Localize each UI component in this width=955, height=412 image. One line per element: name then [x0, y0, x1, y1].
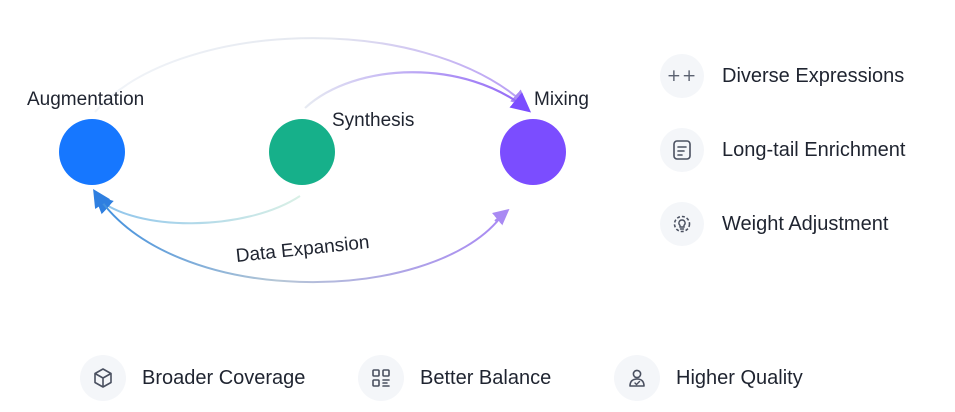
- grid-icon: [358, 355, 404, 401]
- feature-label: Weight Adjustment: [722, 212, 889, 235]
- arrow-augmentation-to-mixing: [94, 37, 528, 113]
- plus-plus-icon: ++: [660, 54, 704, 98]
- benefit-better-balance: Better Balance: [358, 355, 551, 401]
- node-label-synthesis: Synthesis: [332, 110, 415, 131]
- document-icon: [660, 128, 704, 172]
- cube-icon: [80, 355, 126, 401]
- gear-bulb-icon: [660, 202, 704, 246]
- feature-diverse-expressions: ++ Diverse Expressions: [660, 54, 904, 98]
- arrow-synthesis-to-augmentation: [94, 195, 301, 225]
- benefit-label: Better Balance: [420, 366, 552, 389]
- benefit-broader-coverage: Broader Coverage: [80, 355, 305, 401]
- person-badge-icon: [614, 355, 660, 401]
- node-label-mixing: Mixing: [534, 89, 589, 110]
- benefit-label: Higher Quality: [676, 366, 803, 389]
- benefit-label: Broader Coverage: [142, 366, 306, 389]
- feature-long-tail-enrichment: Long-tail Enrichment: [660, 128, 905, 172]
- feature-weight-adjustment: Weight Adjustment: [660, 202, 888, 246]
- benefit-higher-quality: Higher Quality: [614, 355, 803, 401]
- node-mixing: [500, 119, 566, 185]
- feature-label: Long-tail Enrichment: [722, 138, 906, 161]
- arrow-data-expansion-loop: [93, 188, 501, 284]
- arrow-data-expansion-head: [492, 208, 510, 226]
- node-label-augmentation: Augmentation: [27, 89, 145, 110]
- feature-label: Diverse Expressions: [722, 64, 905, 87]
- arrow-synthesis-to-mixing: [304, 71, 532, 113]
- node-augmentation: [59, 119, 125, 185]
- node-synthesis: [269, 119, 335, 185]
